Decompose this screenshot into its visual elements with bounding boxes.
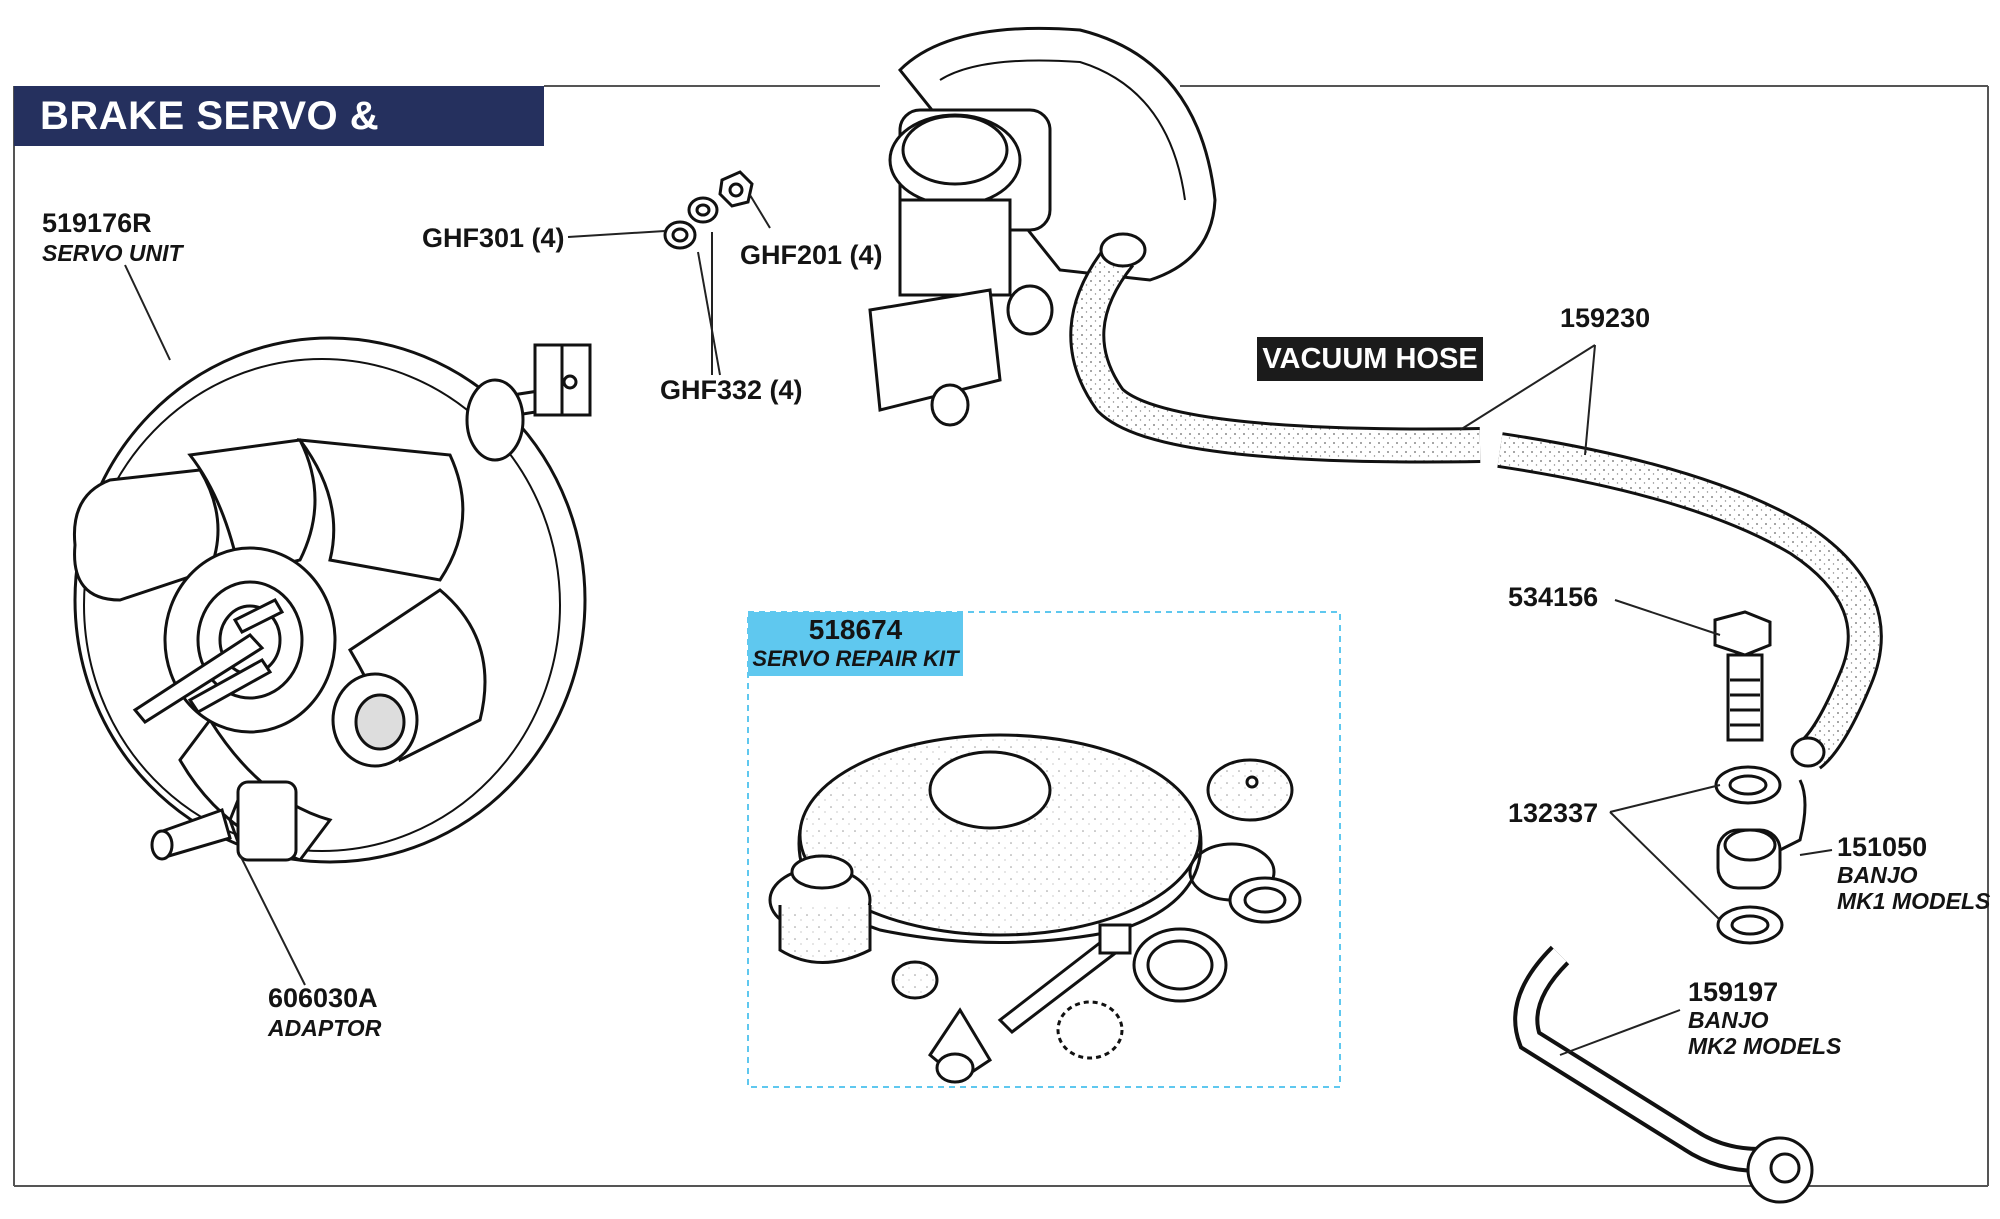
servo-unit-name: SERVO UNIT bbox=[42, 240, 183, 266]
nut-number: GHF201 (4) bbox=[740, 240, 883, 270]
leader-lines bbox=[124, 194, 1833, 1056]
kit-dashed-frame bbox=[747, 611, 1341, 1088]
sealing-washer-number: 132337 bbox=[1508, 798, 1599, 828]
frame bbox=[13, 85, 1989, 1187]
diagram-title: BRAKE SERVO & FITTINGS bbox=[14, 86, 544, 198]
adaptor-name: ADAPTOR bbox=[268, 1015, 382, 1041]
adaptor-number: 606030A bbox=[268, 983, 378, 1013]
bolt-number: 534156 bbox=[1508, 582, 1599, 612]
vacuum-hose-drawing bbox=[1069, 232, 1883, 770]
repair-kit-name: SERVO REPAIR KIT bbox=[752, 646, 959, 671]
banjo-mk2-note: MK2 MODELS bbox=[1688, 1033, 1842, 1059]
master-cylinder-drawing bbox=[868, 26, 1217, 427]
repair-kit-badge: 518674 SERVO REPAIR KIT bbox=[748, 612, 963, 676]
banjo-mk1-note: MK1 MODELS bbox=[1837, 888, 1991, 914]
vacuum-hose-heading: VACUUM HOSE bbox=[1257, 337, 1483, 381]
spring-washer-number: GHF332 (4) bbox=[660, 375, 803, 405]
banjo-mk1-number: 151050 bbox=[1837, 832, 1928, 862]
repair-kit-number: 518674 bbox=[808, 614, 903, 645]
nut-washer-drawing bbox=[663, 170, 754, 250]
washer-number: GHF301 (4) bbox=[422, 223, 565, 253]
servo-unit-number: 519176R bbox=[42, 208, 152, 238]
banjo-mk1-name: BANJO bbox=[1837, 862, 1918, 888]
banjo-mk2-name: BANJO bbox=[1688, 1007, 1769, 1033]
banjo-mk2-number: 159197 bbox=[1688, 977, 1779, 1007]
servo-unit-drawing bbox=[72, 336, 592, 864]
repair-kit-drawing bbox=[768, 733, 1302, 1084]
vacuum-hose-number: 159230 bbox=[1560, 303, 1651, 333]
banjo-bolt-drawing bbox=[1513, 610, 1814, 1204]
